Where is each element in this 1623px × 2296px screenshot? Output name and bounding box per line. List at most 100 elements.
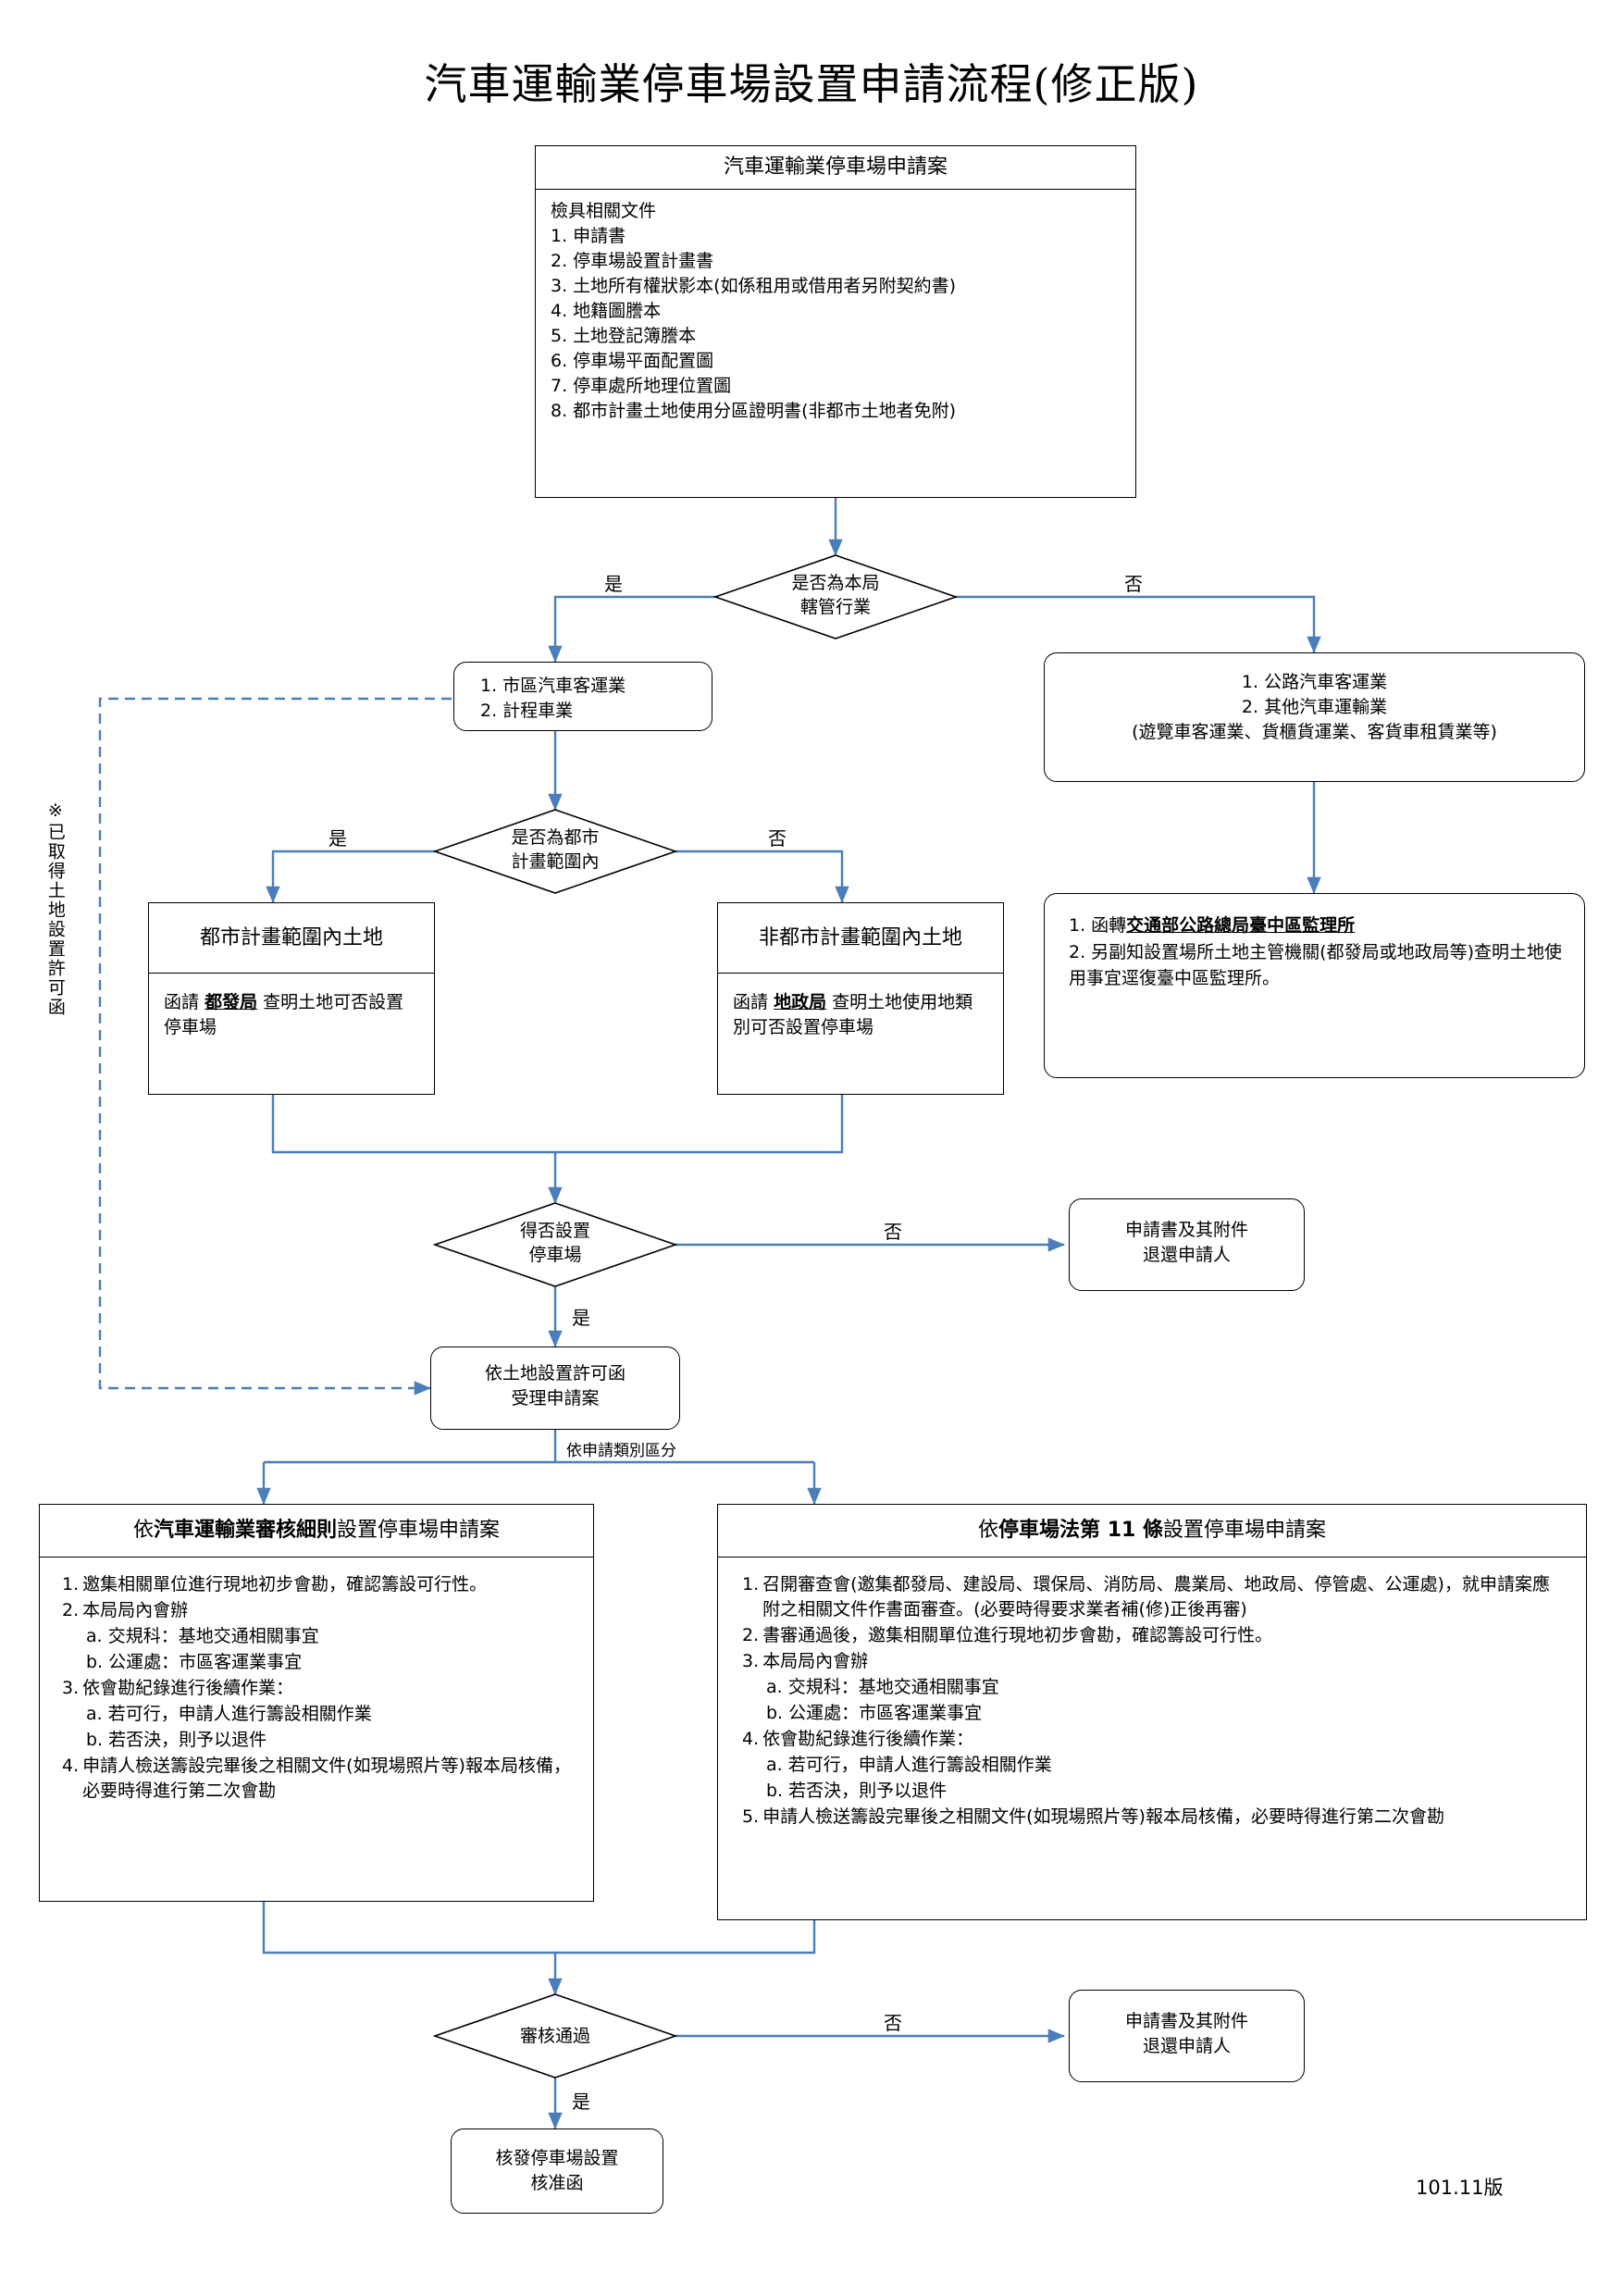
application-box-body: 檢具相關文件 1. 申請書 2. 停車場設置計畫書 3. 土地所有權狀影本(如係… <box>536 190 1135 433</box>
rule-item-2: 2. 本局局內會辦 <box>62 1598 575 1623</box>
law-item-4b: b. 若否決，則予以退件 <box>766 1779 1564 1804</box>
rule-item-3: 3. 依會勘紀錄進行後續作業： <box>62 1676 575 1701</box>
transfer-box: 1. 函轉交通部公路總局臺中區監理所 2. 另副知設置場所土地主管機關(都發局或… <box>1044 893 1585 1078</box>
nonurban-land-box: 非都市計畫範圍內土地 函請 地政局 查明土地使用地類別可否設置停車場 <box>717 902 1004 1095</box>
rule-item-2a: a. 交規科：基地交通相關事宜 <box>86 1624 575 1649</box>
rule-item-3-txt: 依會勘紀錄進行後續作業： <box>82 1678 294 1699</box>
urban-land-body-pre: 函請 <box>164 992 200 1013</box>
rule-item-1-txt: 邀集相關單位進行現地初步會勘，確認籌設可行性。 <box>82 1574 488 1595</box>
law-item-3b: b. 公運處：市區客運業事宜 <box>766 1701 1564 1726</box>
law-box: 依停車場法第 11 條設置停車場申請案 1. 召開審查會(邀集都發局、建設局、環… <box>717 1504 1587 1920</box>
right-industry-line2: 2. 其他汽車運輸業 <box>1241 696 1388 717</box>
right-industry-box: 1. 公路汽車客運業 2. 其他汽車運輸業 (遊覽車客運業、貨櫃貨運業、客貨車租… <box>1044 652 1585 782</box>
rule-box-body: 1. 邀集相關單位進行現地初步會勘，確認籌設可行性。 2. 本局局內會辦 a. … <box>40 1558 593 1804</box>
rule-item-2-num: 2. <box>62 1600 80 1621</box>
decision-allowed-label: 得否設置 停車場 <box>463 1220 648 1267</box>
law-item-4-txt: 依會勘紀錄進行後續作業： <box>762 1729 974 1750</box>
reject-top-line1: 申請書及其附件 <box>1124 1220 1248 1240</box>
law-item-5-txt: 申請人檢送籌設完畢後之相關文件(如現場照片等)報本局核備，必要時得進行第二次會勘 <box>762 1806 1444 1827</box>
law-box-header-bold: 停車場法第 11 條 <box>998 1519 1163 1542</box>
law-box-header-pre: 依 <box>978 1519 999 1542</box>
approve-line2: 核准函 <box>530 2172 584 2193</box>
label-no-urban: 否 <box>768 827 787 850</box>
rule-item-1: 1. 邀集相關單位進行現地初步會勘，確認籌設可行性。 <box>62 1572 575 1597</box>
accept-case-line2: 受理申請案 <box>511 1387 600 1409</box>
urban-land-header: 都市計畫範圍內土地 <box>149 903 434 974</box>
transfer-item-1-pre: 1. 函轉 <box>1069 915 1127 936</box>
rule-item-4: 4. 申請人檢送籌設完畢後之相關文件(如現場照片等)報本局核備，必要時得進行第二… <box>62 1754 575 1804</box>
law-item-4a-txt: a. 若可行，申請人進行籌設相關作業 <box>766 1755 1052 1776</box>
right-industry-line1: 1. 公路汽車客運業 <box>1241 672 1388 692</box>
label-yes-review: 是 <box>572 2091 590 2113</box>
label-yes-urban: 是 <box>328 827 347 850</box>
side-note: ※已取得土地設置許可函 <box>44 800 66 1017</box>
urban-land-body-post: 查明土地可否設置停車場 <box>164 992 404 1038</box>
transfer-item-1: 1. 函轉交通部公路總局臺中區監理所 <box>1069 912 1564 939</box>
approve-box: 核發停車場設置 核准函 <box>451 2128 663 2214</box>
nonurban-land-body-post: 查明土地使用地類別可否設置停車場 <box>733 992 973 1038</box>
transfer-item-2: 2. 另副知設置場所土地主管機關(都發局或地政局等)查明土地使用事宜逕復臺中區監… <box>1069 941 1562 989</box>
decision-review-label: 審核通過 <box>463 2025 648 2049</box>
application-intro: 檢具相關文件 <box>551 201 657 222</box>
label-no-review: 否 <box>884 2012 902 2034</box>
application-item-7: 7. 停車處所地理位置圖 <box>551 376 732 397</box>
reject-bottom-line1: 申請書及其附件 <box>1124 2011 1248 2031</box>
law-item-3-num: 3. <box>742 1651 760 1672</box>
nonurban-land-agency: 地政局 <box>774 992 827 1013</box>
application-box-header: 汽車運輸業停車場申請案 <box>536 146 1135 191</box>
rule-item-2b-txt: b. 公運處：市區客運業事宜 <box>86 1652 303 1673</box>
rule-box-header-pre: 依 <box>132 1519 154 1542</box>
law-item-2-num: 2. <box>742 1625 760 1646</box>
decision-urban-label: 是否為都市 計畫範圍內 <box>463 826 648 874</box>
application-item-4: 4. 地籍圖謄本 <box>551 301 662 322</box>
application-box: 汽車運輸業停車場申請案 檢具相關文件 1. 申請書 2. 停車場設置計畫書 3.… <box>535 145 1136 498</box>
decision-urban-line2: 計畫範圍內 <box>511 850 600 872</box>
accept-case-box: 依土地設置許可函 受理申請案 <box>430 1347 680 1430</box>
law-item-4b-txt: b. 若否決，則予以退件 <box>766 1780 948 1801</box>
reject-bottom-box: 申請書及其附件 退還申請人 <box>1069 1990 1305 2082</box>
accept-case-line1: 依土地設置許可函 <box>484 1363 626 1384</box>
left-industry-line1: 1. 市區汽車客運業 <box>480 676 626 696</box>
nonurban-land-body: 函請 地政局 查明土地使用地類別可否設置停車場 <box>718 974 1003 1049</box>
version-footer: 101.11版 <box>1416 2177 1504 2199</box>
reject-bottom-line2: 退還申請人 <box>1142 2035 1231 2056</box>
law-item-2-txt: 書審通過後，邀集相關單位進行現地初步會勘，確認籌設可行性。 <box>762 1625 1273 1646</box>
application-item-5: 5. 土地登記簿謄本 <box>551 326 697 347</box>
rule-item-4-txt: 申請人檢送籌設完畢後之相關文件(如現場照片等)報本局核備，必要時得進行第二次會勘 <box>82 1756 571 1801</box>
rule-item-1-num: 1. <box>62 1574 80 1595</box>
rule-item-3b: b. 若否決，則予以退件 <box>86 1728 575 1753</box>
urban-land-body: 函請 都發局 查明土地可否設置停車場 <box>149 974 434 1049</box>
rule-box-header-bold: 汽車運輸業審核細則 <box>153 1519 337 1542</box>
label-no-allowed: 否 <box>884 1221 902 1243</box>
law-box-header-post: 設置停車場申請案 <box>1162 1519 1326 1542</box>
reject-top-line2: 退還申請人 <box>1142 1244 1231 1265</box>
rule-item-2a-txt: a. 交規科：基地交通相關事宜 <box>86 1626 319 1647</box>
law-item-1-num: 1. <box>742 1574 760 1595</box>
rule-item-4-num: 4. <box>62 1756 80 1777</box>
decision-allowed-line2: 停車場 <box>528 1244 582 1265</box>
law-item-3b-txt: b. 公運處：市區客運業事宜 <box>766 1703 983 1724</box>
application-item-2: 2. 停車場設置計畫書 <box>551 251 714 272</box>
urban-land-agency: 都發局 <box>204 992 258 1013</box>
rule-item-3a: a. 若可行，申請人進行籌設相關作業 <box>86 1702 575 1727</box>
decision-jurisdiction-line2: 轄管行業 <box>799 596 871 617</box>
approve-line1: 核發停車場設置 <box>495 2148 619 2168</box>
law-item-5: 5. 申請人檢送籌設完畢後之相關文件(如現場照片等)報本局核備，必要時得進行第二… <box>742 1805 1564 1830</box>
law-item-2: 2. 書審通過後，邀集相關單位進行現地初步會勘，確認籌設可行性。 <box>742 1623 1564 1648</box>
law-item-3-txt: 本局局內會辦 <box>762 1651 869 1672</box>
label-yes-allowed: 是 <box>572 1307 590 1329</box>
rule-item-2b: b. 公運處：市區客運業事宜 <box>86 1650 575 1675</box>
decision-jurisdiction-line1: 是否為本局 <box>791 573 880 593</box>
label-no-jurisdiction: 否 <box>1124 573 1143 595</box>
decision-urban-line1: 是否為都市 <box>511 827 600 848</box>
law-box-body: 1. 召開審查會(邀集都發局、建設局、環保局、消防局、農業局、地政局、停管處、公… <box>718 1558 1586 1830</box>
rule-box-header-post: 設置停車場申請案 <box>337 1519 501 1542</box>
rule-item-3-num: 3. <box>62 1678 80 1699</box>
law-box-header: 依停車場法第 11 條設置停車場申請案 <box>718 1505 1586 1558</box>
decision-allowed-line1: 得否設置 <box>519 1221 590 1241</box>
page-title: 汽車運輸業停車場設置申請流程(修正版) <box>424 59 1199 109</box>
application-item-8: 8. 都市計畫土地使用分區證明書(非都市土地者免附) <box>551 400 956 421</box>
urban-land-box: 都市計畫範圍內土地 函請 都發局 查明土地可否設置停車場 <box>148 902 435 1095</box>
law-item-3: 3. 本局局內會辦 <box>742 1649 1564 1674</box>
rule-item-3b-txt: b. 若否決，則予以退件 <box>86 1730 267 1751</box>
